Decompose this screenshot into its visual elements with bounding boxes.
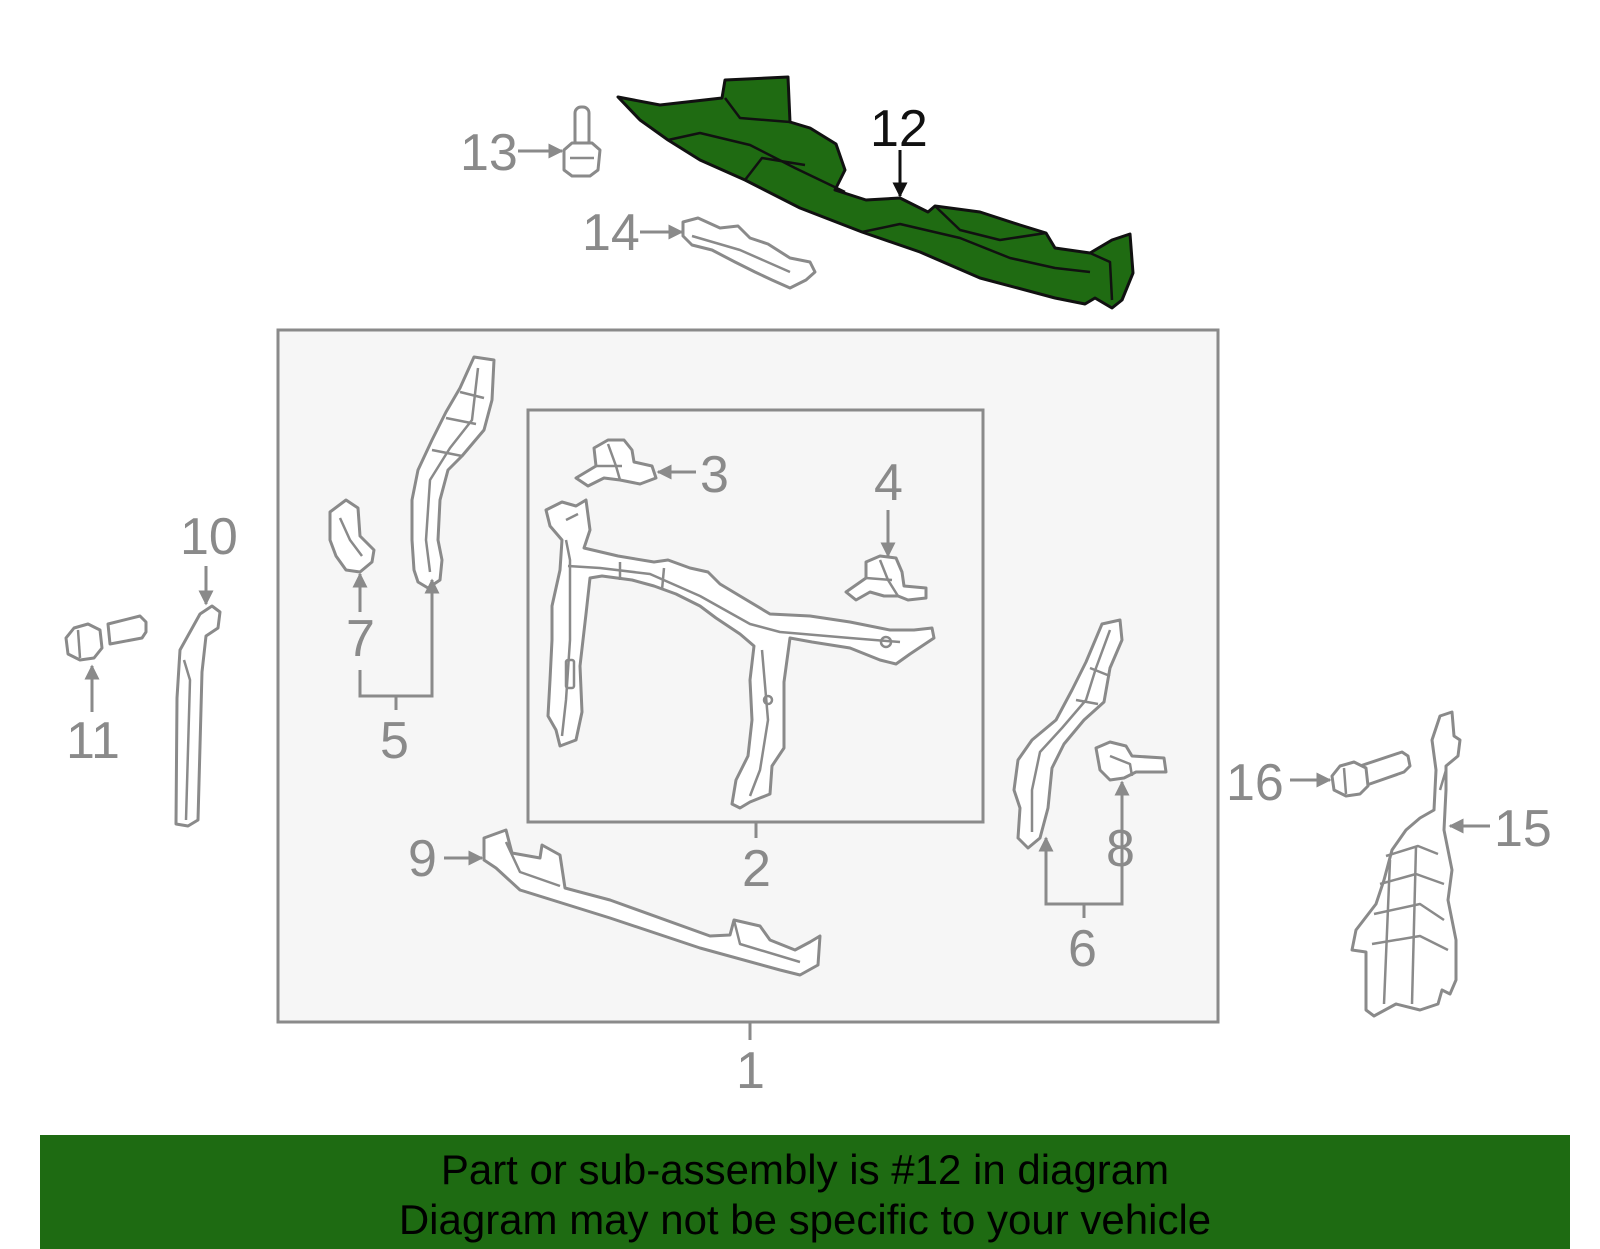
callout-12: 12 — [870, 100, 928, 158]
callout-16: 16 — [1226, 754, 1284, 812]
callout-labels: 1 2 3 4 5 6 7 8 9 10 11 12 13 14 15 16 — [66, 100, 1552, 1100]
callout-13: 13 — [460, 124, 518, 182]
info-banner: Part or sub-assembly is #12 in diagram D… — [40, 1135, 1570, 1249]
callout-5: 5 — [380, 712, 409, 770]
part-13-bolt[interactable] — [562, 105, 602, 178]
callout-9: 9 — [408, 830, 437, 888]
part-14-bracket[interactable] — [681, 216, 817, 290]
callout-2: 2 — [742, 840, 771, 898]
part-15-side-deflector[interactable] — [1350, 710, 1462, 1018]
callout-15: 15 — [1494, 800, 1552, 858]
part-11-bolt[interactable] — [64, 614, 148, 662]
callout-1: 1 — [736, 1042, 765, 1100]
leader-lines — [84, 143, 1490, 1040]
part-9-lower-member[interactable] — [482, 828, 822, 977]
callout-4: 4 — [874, 454, 903, 512]
part-3-bracket[interactable] — [574, 438, 658, 488]
part-8-bracket[interactable] — [1094, 740, 1168, 782]
callout-7: 7 — [346, 610, 375, 668]
callout-10: 10 — [180, 508, 238, 566]
callout-8: 8 — [1106, 820, 1135, 878]
part-6-right-pillar[interactable] — [1012, 618, 1124, 850]
part-7-bracket[interactable] — [328, 498, 376, 574]
callout-3: 3 — [700, 446, 729, 504]
callout-14: 14 — [582, 204, 640, 262]
part-16-bolt[interactable] — [1330, 750, 1412, 798]
part-12-air-deflector[interactable] — [616, 75, 1135, 310]
part-2-upper-frame[interactable] — [544, 498, 936, 810]
banner-line-1: Part or sub-assembly is #12 in diagram — [440, 1146, 1170, 1193]
part-10-strip[interactable] — [174, 604, 222, 828]
callout-11: 11 — [66, 712, 120, 770]
banner-line-2: Diagram may not be specific to your vehi… — [398, 1196, 1212, 1243]
callout-6: 6 — [1068, 920, 1097, 978]
part-4-bracket[interactable] — [844, 554, 928, 602]
